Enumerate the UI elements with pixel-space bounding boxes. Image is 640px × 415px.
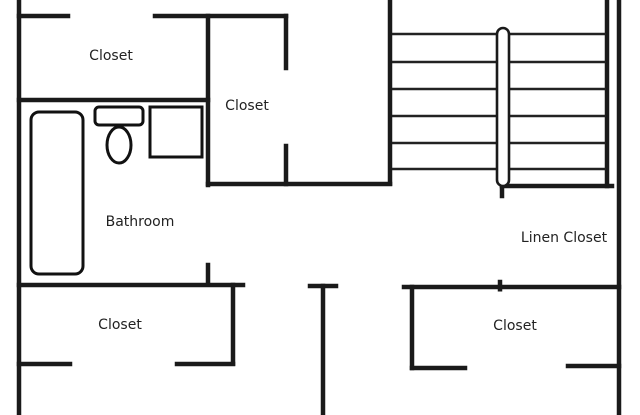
stair-center-rail [495,26,511,188]
room-label-closet-bottom-left: Closet [98,317,142,333]
room-label-closet-top-left: Closet [89,48,133,64]
toilet-bowl-icon [105,125,133,165]
toilet-tank-icon [93,105,145,127]
room-label-closet-bottom-right: Closet [493,318,537,334]
sink-vanity-icon [148,105,204,159]
staircase-treads [392,32,606,171]
room-label-linen-closet: Linen Closet [520,230,608,246]
room-label-closet-top-center: Closet [225,98,269,114]
room-label-bathroom: Bathroom [105,214,175,230]
bathtub-icon [29,110,85,276]
